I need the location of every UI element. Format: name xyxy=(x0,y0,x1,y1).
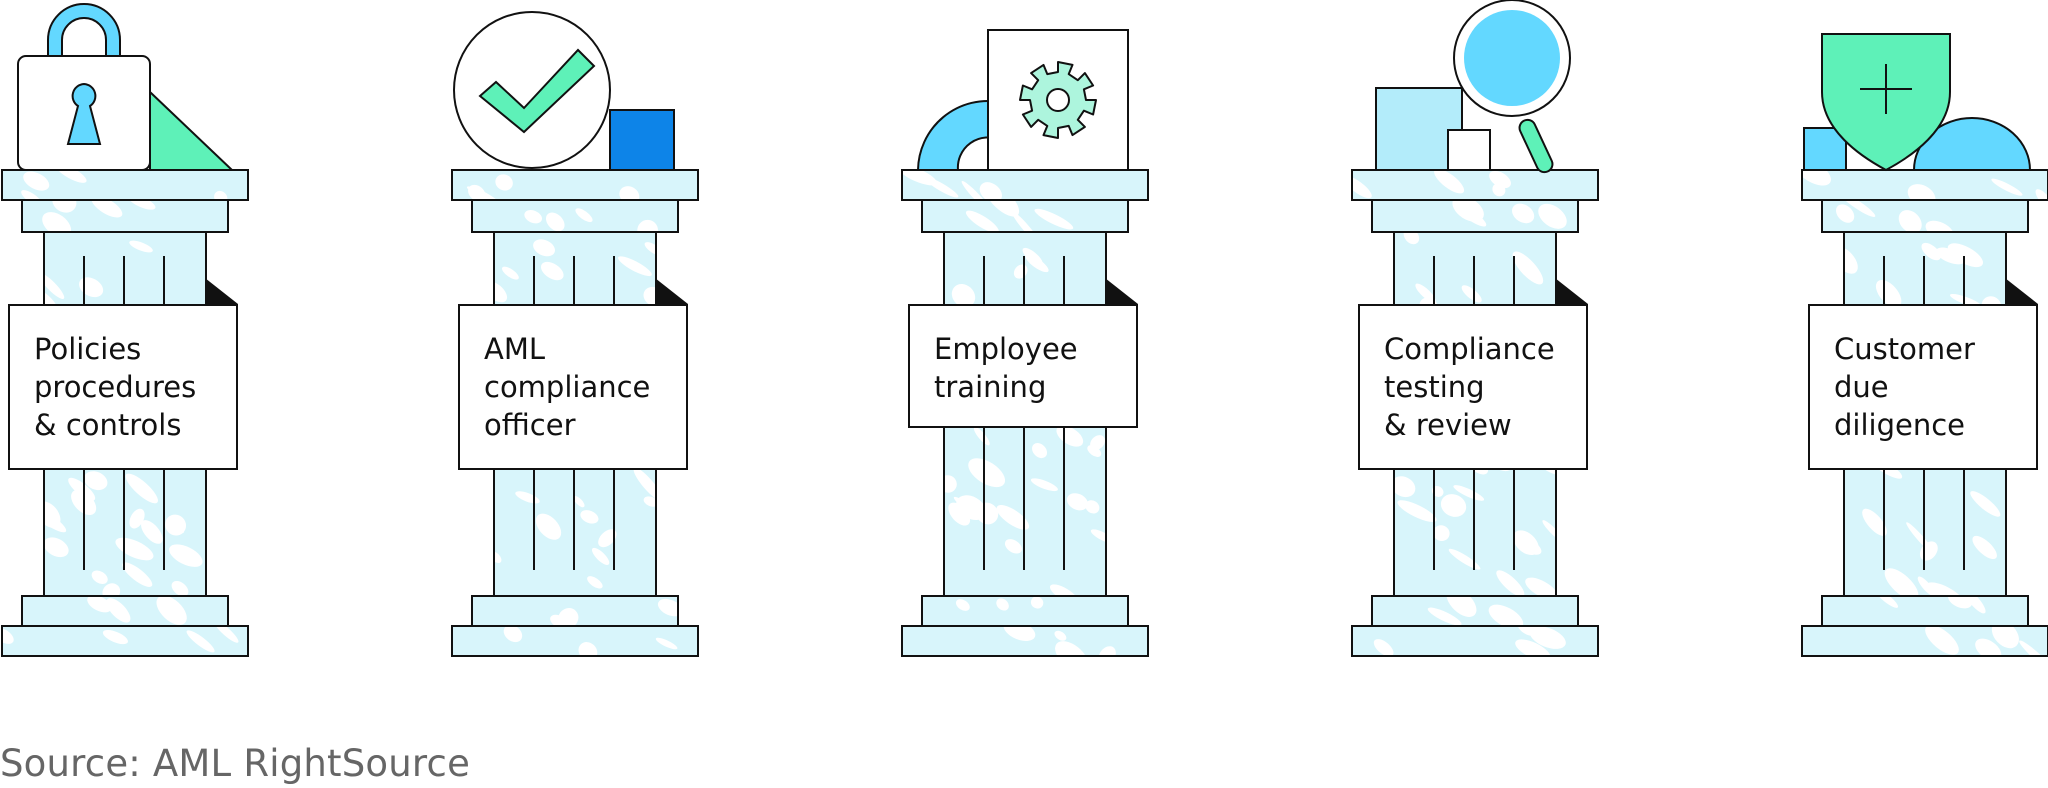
source-caption: Source: AML RightSource xyxy=(0,742,471,785)
pillar-compliance-testing: Compliance testing & review xyxy=(1350,0,1610,680)
pillar-label-box: Compliance testing & review xyxy=(1358,304,1588,470)
pillar-employee-training: Employee training xyxy=(900,0,1160,680)
pillar-label: Compliance testing & review xyxy=(1384,332,1555,442)
pillar-label: Customer due diligence xyxy=(1834,332,1975,442)
pillar-label-box: Policies procedures & controls xyxy=(8,304,238,470)
pillar-policies: Policies procedures & controls xyxy=(0,0,260,680)
pillar-label: Employee training xyxy=(934,332,1078,404)
pillar-customer-due-diligence: Customer due diligence xyxy=(1800,0,2048,680)
pillar-label-box: AML compliance officer xyxy=(458,304,688,470)
pillar-label: AML compliance officer xyxy=(484,332,651,442)
pillar-label: Policies procedures & controls xyxy=(34,332,197,442)
pillar-aml-officer: AML compliance officer xyxy=(450,0,710,680)
pillar-label-box: Customer due diligence xyxy=(1808,304,2038,470)
pillar-label-box: Employee training xyxy=(908,304,1138,428)
